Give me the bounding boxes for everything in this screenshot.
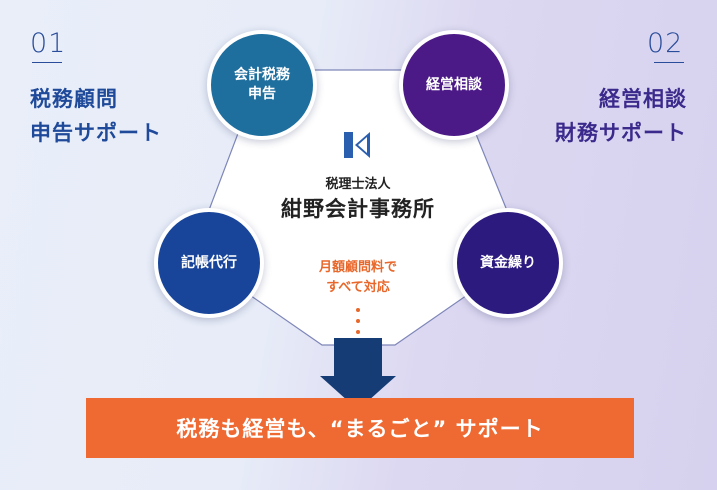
firm-name: 紺野会計事務所 xyxy=(281,197,435,221)
section-number-left: 01 xyxy=(30,28,67,59)
number-underline-right xyxy=(654,62,684,63)
fee-note: 月額顧問料で すべて対応 xyxy=(318,260,397,295)
firm-type-label: 税理士法人 xyxy=(325,177,391,192)
left-heading-line1: 税務顧問 xyxy=(30,87,118,111)
circle-bookkeeping-label: 記帳代行 xyxy=(181,254,237,271)
circle-management-consult-label: 経営相談 xyxy=(426,76,482,93)
arrow-head xyxy=(320,376,396,410)
right-heading-line2: 財務サポート xyxy=(555,121,687,145)
circle-cash-flow: 資金繰り xyxy=(453,208,563,318)
left-heading-line2: 申告サポート xyxy=(30,121,162,145)
dotted-connector xyxy=(355,308,361,341)
circle-cash-flow-label: 資金繰り xyxy=(480,254,536,271)
circle-management-consult: 経営相談 xyxy=(399,30,509,140)
firm-logo-icon xyxy=(342,130,372,160)
arrow-shaft xyxy=(334,338,382,378)
circle-tax-filing: 会計税務 申告 xyxy=(207,30,317,140)
right-heading: 経営相談 財務サポート xyxy=(555,82,687,150)
summary-banner: 税務も経営も、“まるごと” サポート xyxy=(86,398,634,458)
left-heading: 税務顧問 申告サポート xyxy=(30,82,162,150)
section-number-right: 02 xyxy=(647,28,684,59)
circle-bookkeeping: 記帳代行 xyxy=(154,208,264,318)
circle-tax-filing-label: 会計税務 申告 xyxy=(234,67,290,102)
number-underline-left xyxy=(32,62,62,63)
right-heading-line1: 経営相談 xyxy=(599,87,687,111)
